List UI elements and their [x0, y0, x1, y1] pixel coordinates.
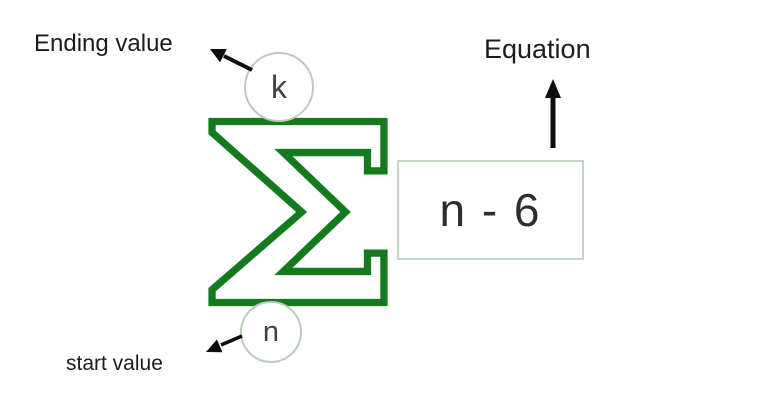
upper-bound-value: k [271, 68, 287, 105]
lower-bound-circle: n [240, 301, 302, 363]
equation-arrowhead-icon [545, 79, 561, 98]
equation-box: n - 6 [397, 160, 584, 260]
ending-value-arrowhead-icon [210, 49, 227, 63]
start-value-label: start value [66, 352, 163, 375]
upper-bound-circle: k [244, 52, 314, 122]
ending-value-label: Ending value [34, 30, 173, 57]
lower-bound-value: n [262, 315, 280, 348]
ending-value-arrow-icon [223, 54, 253, 72]
start-value-arrow-icon [220, 334, 243, 347]
sigma-symbol [202, 116, 394, 308]
sigma-outline-path [208, 117, 388, 307]
equation-expression: n - 6 [439, 184, 542, 236]
equation-label: Equation [484, 34, 591, 64]
sigma-icon [208, 117, 388, 307]
start-value-arrowhead-icon [206, 339, 223, 353]
